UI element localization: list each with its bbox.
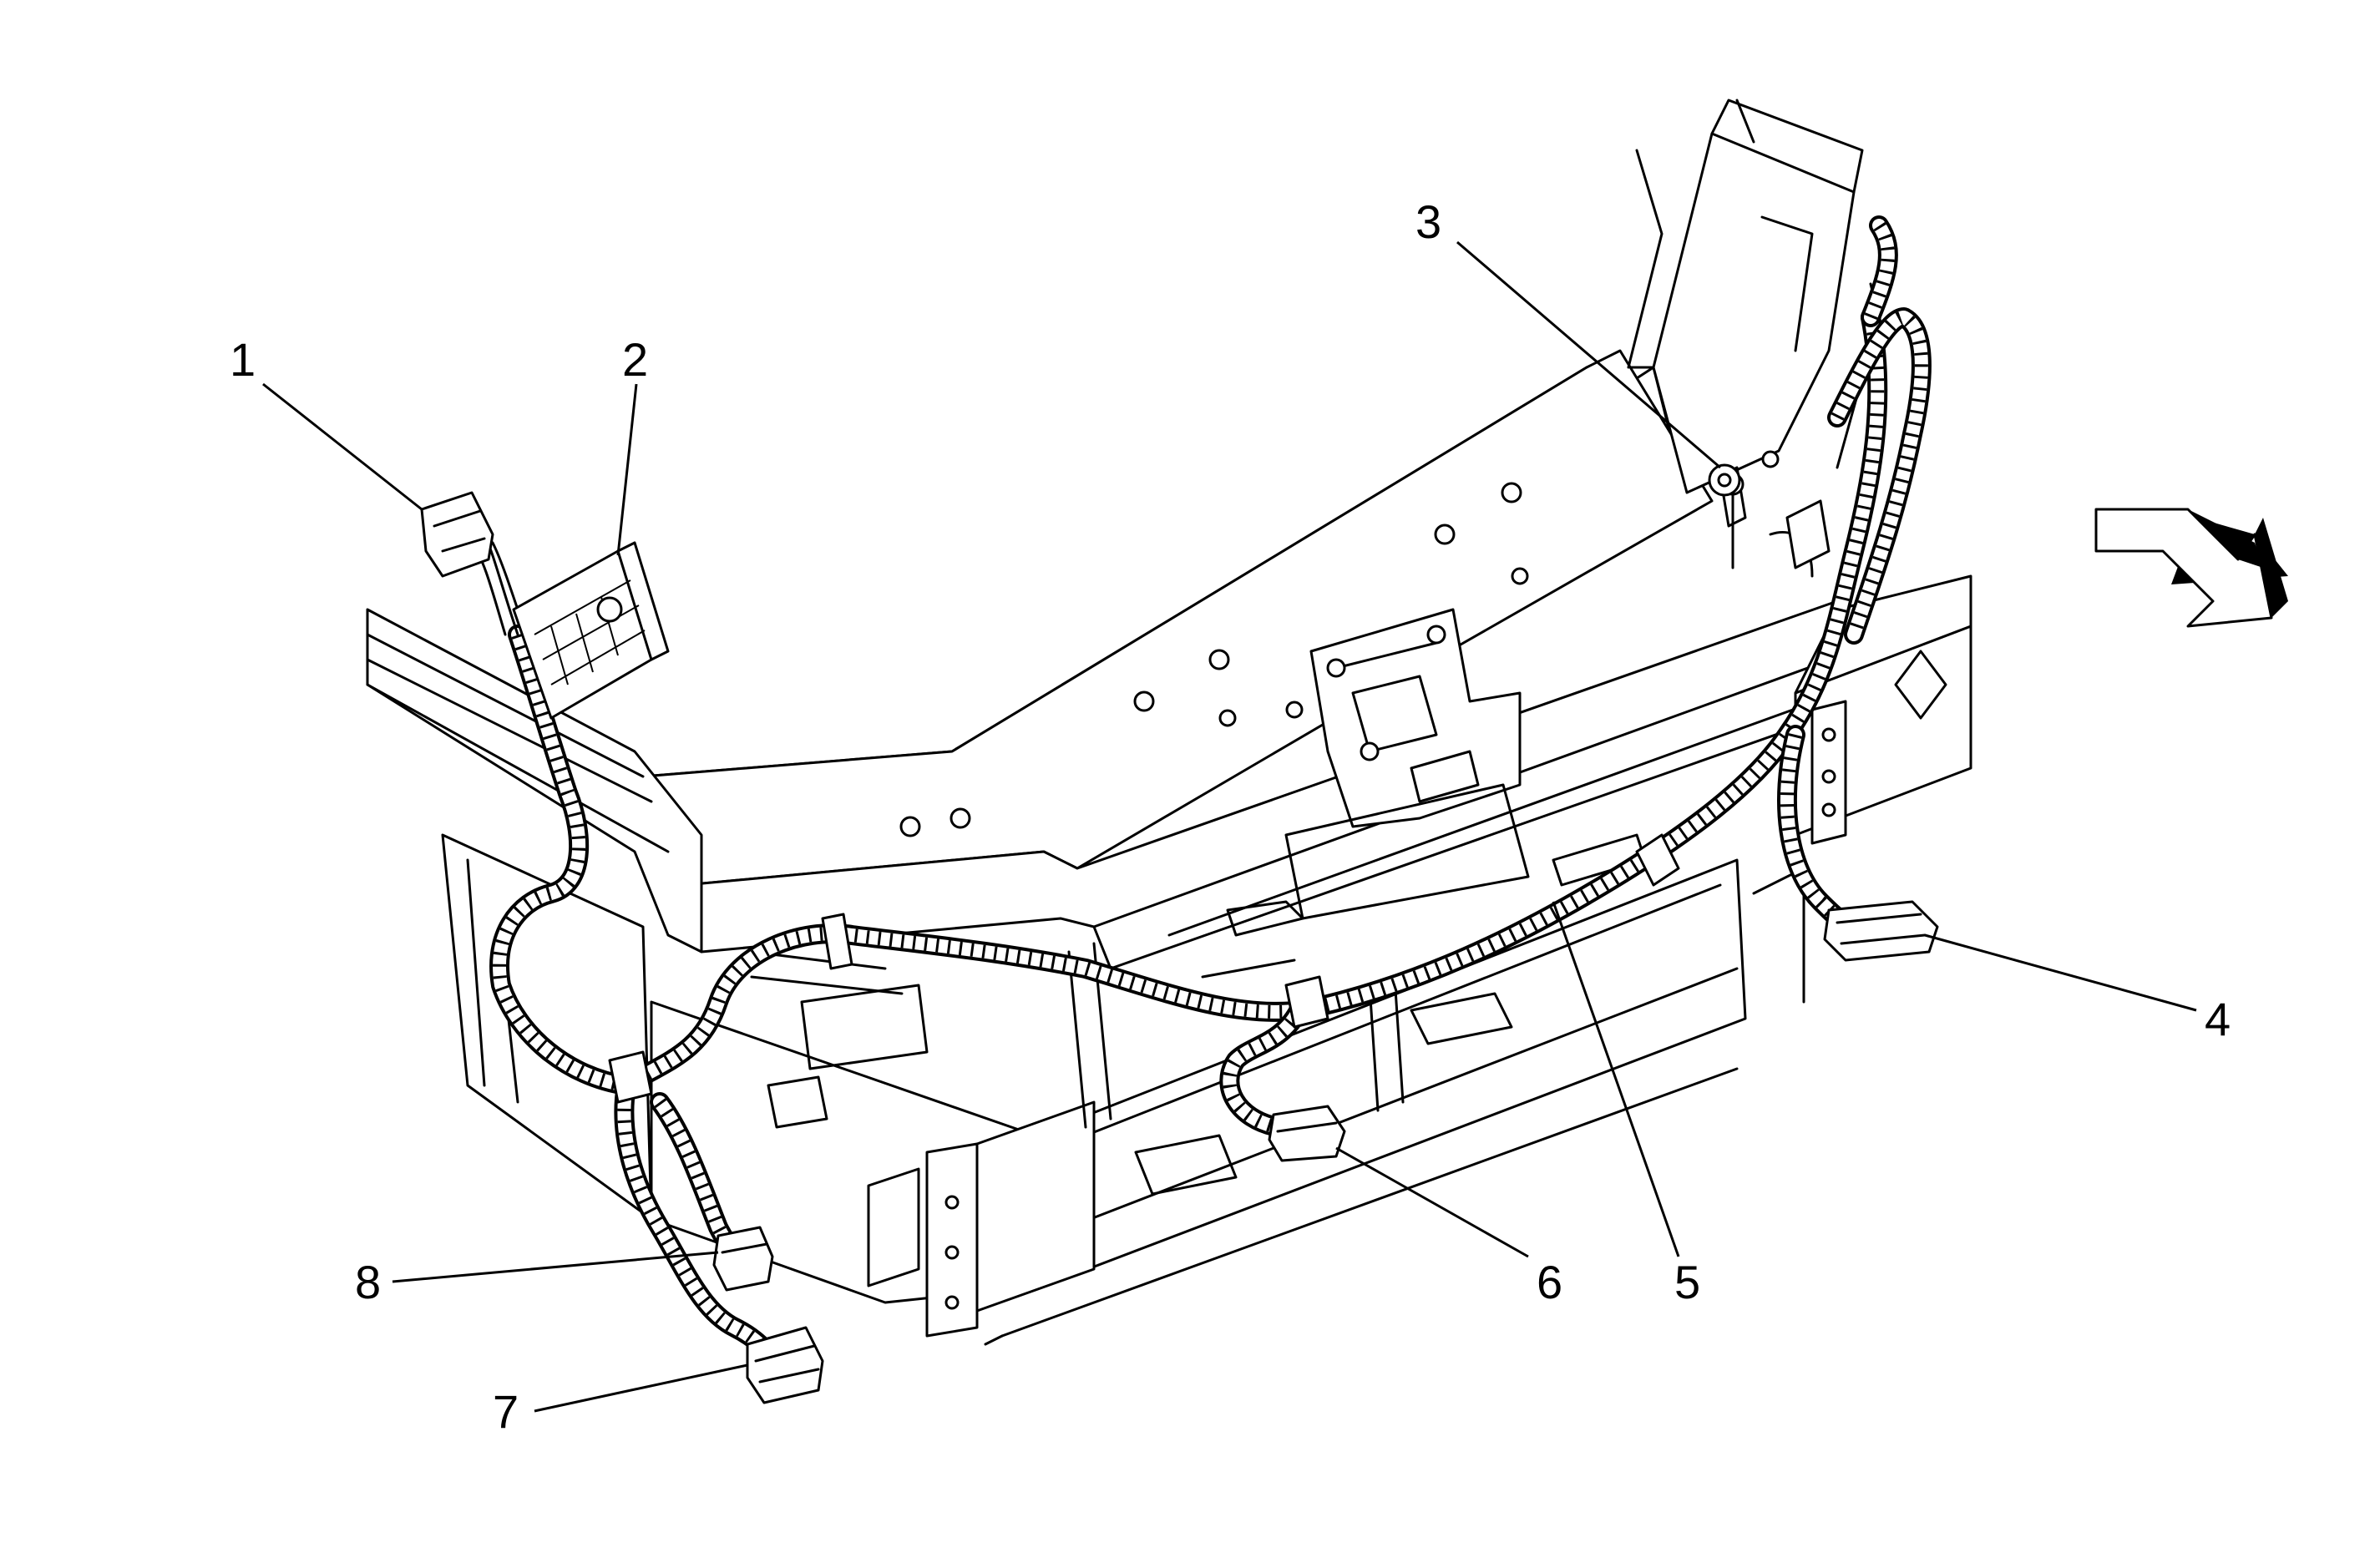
leader-7	[534, 1363, 748, 1413]
connector-3	[1708, 463, 1741, 497]
leader-6	[1335, 1146, 1529, 1258]
front-direction-arrow-icon	[2094, 508, 2288, 628]
callout-2: 2	[622, 333, 648, 386]
callout-4: 4	[2205, 993, 2231, 1045]
callout-3: 3	[1415, 195, 1441, 248]
leader-8	[392, 1251, 719, 1283]
connector-4	[1823, 900, 1939, 962]
callout-8: 8	[355, 1256, 381, 1308]
connector-1	[420, 491, 494, 578]
radiator-support-structure	[366, 99, 1972, 1346]
leader-1	[262, 382, 423, 511]
connector-6	[1268, 1105, 1346, 1162]
callout-7: 7	[493, 1385, 519, 1438]
connector-2	[512, 541, 670, 720]
connector-7	[746, 1326, 824, 1404]
callout-1: 1	[230, 333, 256, 386]
leader-3	[1456, 240, 1721, 469]
leader-4	[1924, 933, 2197, 1012]
leader-5	[1552, 901, 1680, 1257]
leader-2	[616, 383, 638, 556]
callout-5: 5	[1674, 1256, 1700, 1308]
callout-6: 6	[1537, 1256, 1562, 1308]
leader-lines	[262, 240, 2197, 1413]
connector-8	[712, 1226, 774, 1292]
callout-labels: 1 2 3 4 5 6 7 8	[230, 195, 2231, 1438]
